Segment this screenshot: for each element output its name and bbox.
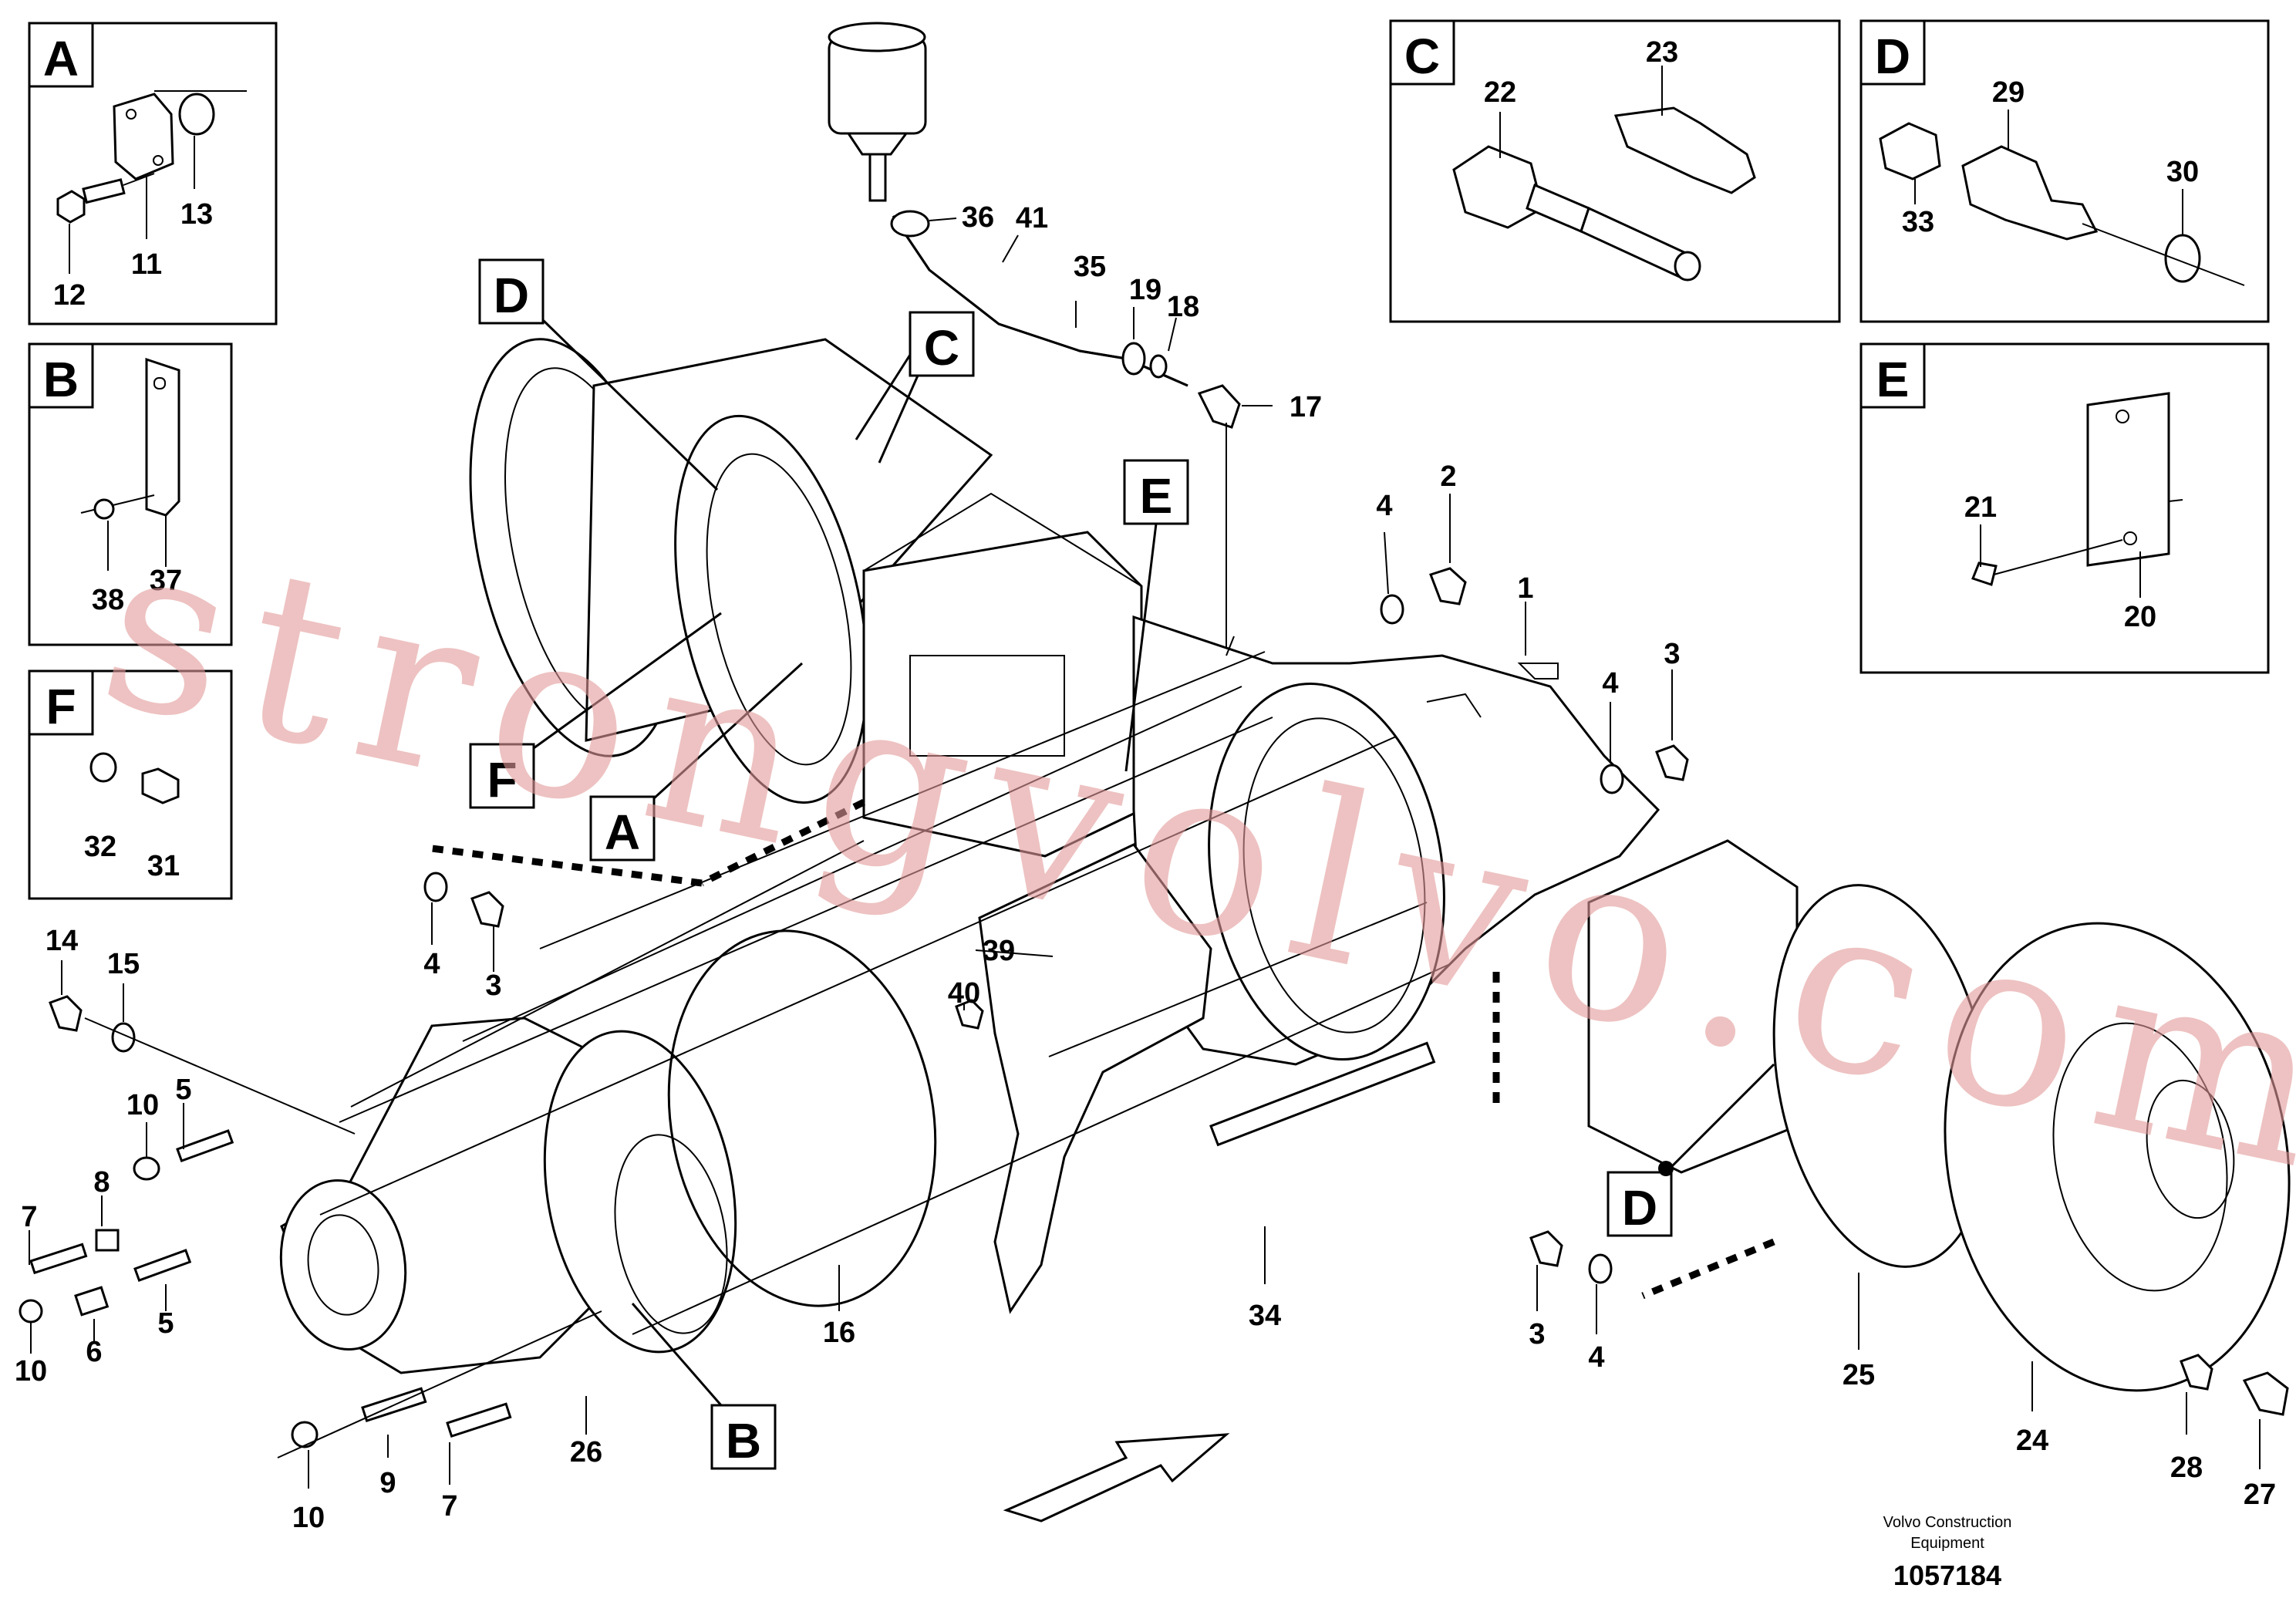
detail-panel-b: B 38 37 bbox=[28, 342, 233, 646]
panel-d-letter: D bbox=[1875, 29, 1910, 84]
label-12: 12 bbox=[53, 279, 86, 312]
callout-d-right: D bbox=[1607, 1063, 1775, 1237]
label-32: 32 bbox=[84, 831, 116, 863]
label-29: 29 bbox=[1992, 76, 2025, 109]
label-41: 41 bbox=[1016, 202, 1048, 234]
direction-arrow bbox=[1003, 1433, 1230, 1523]
label-10-c: 10 bbox=[292, 1502, 325, 1534]
label-3-left: 3 bbox=[485, 969, 501, 1002]
o-ring-16 bbox=[667, 929, 937, 1307]
label-19: 19 bbox=[1129, 274, 1161, 306]
label-9: 9 bbox=[379, 1467, 396, 1499]
detail-panel-d: D 33 29 30 bbox=[1859, 19, 2270, 323]
axle-housing bbox=[1132, 615, 1660, 1066]
detail-panel-e: E 21 20 bbox=[1859, 342, 2270, 674]
svg-text:D: D bbox=[494, 268, 529, 323]
footer-company-line2: Equipment bbox=[1910, 1535, 1984, 1552]
svg-text:D: D bbox=[1622, 1180, 1657, 1236]
label-8: 8 bbox=[93, 1166, 110, 1199]
label-5-a: 5 bbox=[175, 1074, 191, 1106]
label-30: 30 bbox=[2166, 156, 2199, 188]
label-37: 37 bbox=[150, 565, 182, 597]
svg-text:F: F bbox=[487, 752, 517, 808]
label-1: 1 bbox=[1517, 572, 1533, 605]
label-2: 2 bbox=[1440, 460, 1456, 493]
label-31: 31 bbox=[147, 850, 180, 882]
label-7-a: 7 bbox=[21, 1201, 37, 1233]
label-40: 40 bbox=[948, 977, 980, 1010]
label-39: 39 bbox=[983, 935, 1015, 967]
label-14: 14 bbox=[46, 925, 78, 957]
label-4-left: 4 bbox=[423, 948, 440, 980]
label-10-a: 10 bbox=[126, 1089, 159, 1121]
label-13: 13 bbox=[180, 198, 213, 231]
svg-text:E: E bbox=[1140, 468, 1173, 524]
svg-text:B: B bbox=[726, 1413, 761, 1469]
label-10-b: 10 bbox=[15, 1355, 47, 1388]
label-36: 36 bbox=[962, 201, 994, 234]
label-11: 11 bbox=[131, 248, 162, 281]
callout-b-main: B bbox=[631, 1303, 777, 1470]
detail-panel-f: F 32 31 bbox=[28, 669, 233, 900]
panel-e-letter: E bbox=[1876, 352, 1910, 407]
bracket-39 bbox=[978, 843, 1212, 1314]
label-33: 33 bbox=[1902, 206, 1934, 238]
callout-a-main: A bbox=[589, 662, 804, 862]
label-3-bottom: 3 bbox=[1529, 1318, 1545, 1351]
label-24: 24 bbox=[2016, 1425, 2048, 1457]
label-15: 15 bbox=[107, 948, 140, 980]
guide-lines bbox=[319, 636, 1451, 1335]
label-7-b: 7 bbox=[441, 1490, 457, 1523]
callout-f-main: F bbox=[469, 612, 722, 809]
label-25: 25 bbox=[1843, 1359, 1875, 1391]
detail-panel-c: C 22 23 bbox=[1389, 19, 1841, 323]
panel-c-letter: C bbox=[1404, 29, 1440, 84]
label-35: 35 bbox=[1074, 251, 1106, 283]
differential-carrier bbox=[279, 1017, 737, 1374]
right-wheel-hub bbox=[1587, 839, 2291, 1392]
label-4-top: 4 bbox=[1376, 490, 1392, 522]
label-17: 17 bbox=[1290, 391, 1322, 423]
callout-e-main: E bbox=[1123, 459, 1189, 772]
label-34: 34 bbox=[1249, 1300, 1281, 1332]
label-5-b: 5 bbox=[157, 1307, 174, 1340]
panel-f-letter: F bbox=[46, 679, 76, 734]
breather-hose-assembly: 36 41 35 19 18 17 bbox=[828, 22, 1322, 679]
stud-34 bbox=[1209, 1041, 1436, 1147]
detail-panel-a: A 12 11 13 bbox=[28, 22, 278, 325]
label-4-bottom: 4 bbox=[1588, 1341, 1604, 1374]
label-3-right: 3 bbox=[1664, 638, 1680, 670]
panel-b-letter: B bbox=[43, 352, 79, 407]
label-26: 26 bbox=[570, 1436, 602, 1469]
label-22: 22 bbox=[1484, 76, 1516, 109]
callout-c-main: C bbox=[855, 311, 975, 464]
footer-company: Volvo Construction bbox=[1883, 1514, 2012, 1531]
label-21: 21 bbox=[1964, 491, 1997, 524]
panel-a-letter: A bbox=[43, 31, 79, 86]
svg-text:C: C bbox=[924, 320, 959, 376]
label-27: 27 bbox=[2244, 1479, 2276, 1511]
label-4-right: 4 bbox=[1602, 667, 1618, 700]
callout-d-top: D bbox=[478, 258, 719, 491]
label-28: 28 bbox=[2170, 1452, 2203, 1484]
svg-text:A: A bbox=[605, 804, 640, 860]
label-23: 23 bbox=[1646, 36, 1678, 69]
label-6: 6 bbox=[86, 1336, 102, 1368]
label-20: 20 bbox=[2124, 601, 2156, 633]
drawing-number: 1057184 bbox=[1893, 1560, 2001, 1591]
label-16: 16 bbox=[823, 1317, 855, 1349]
label-38: 38 bbox=[92, 584, 124, 616]
label-18: 18 bbox=[1167, 291, 1199, 323]
